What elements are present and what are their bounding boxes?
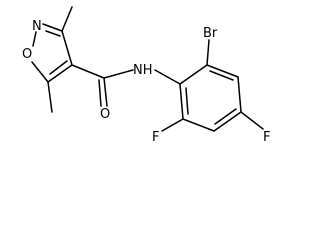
atom-o-isoxazole: O — [22, 47, 32, 62]
bond-ar-c2-c3 — [206, 64, 239, 78]
bond-ar-c4-c5-inner — [214, 108, 237, 125]
bond-n-c3-inner — [45, 30, 61, 37]
bond-ar-f-para — [240, 111, 264, 130]
atom-nh-amide: NH — [133, 63, 153, 78]
bond-ar-c6-c1-inner — [185, 87, 189, 115]
bond-carbonyl-nh — [103, 69, 134, 79]
bonds — [31, 6, 264, 132]
bond-o-n — [32, 31, 37, 47]
bond-c4-c5 — [47, 64, 73, 83]
atom-f-ortho: F — [152, 130, 159, 145]
bond-n-c3 — [42, 23, 63, 32]
bond-c3-c4 — [61, 30, 73, 66]
bond-ar-c1-c2 — [179, 64, 208, 85]
bond-ar-c5-c6 — [182, 118, 215, 132]
bond-c4-carbonyl — [71, 64, 105, 79]
bond-c3-methyl — [61, 6, 73, 32]
bond-c5-o — [31, 61, 49, 83]
bond-ar-c6-c1 — [179, 83, 184, 120]
bond-c5-methyl — [47, 81, 53, 113]
bond-c4-c5-inner — [49, 60, 68, 75]
chemical-structure: N O O NH Br F F — [22, 6, 270, 145]
atom-n-isoxazole: N — [32, 19, 42, 34]
bond-ar-c4-c5 — [213, 111, 242, 132]
bond-nh-aryl — [154, 69, 181, 85]
bond-ar-c2-c3-inner — [209, 70, 234, 81]
bond-ar-br — [206, 39, 210, 66]
bond-ar-c3-c4 — [237, 76, 242, 113]
atom-o-carbonyl: O — [100, 107, 110, 122]
atom-f-para: F — [263, 130, 270, 145]
atom-br: Br — [203, 26, 218, 41]
bond-carbonyl-o-second — [98, 79, 102, 107]
bond-carbonyl-o — [103, 77, 108, 107]
atom-labels: N O O NH Br F F — [22, 19, 270, 145]
bond-ar-f-ortho — [161, 118, 184, 132]
